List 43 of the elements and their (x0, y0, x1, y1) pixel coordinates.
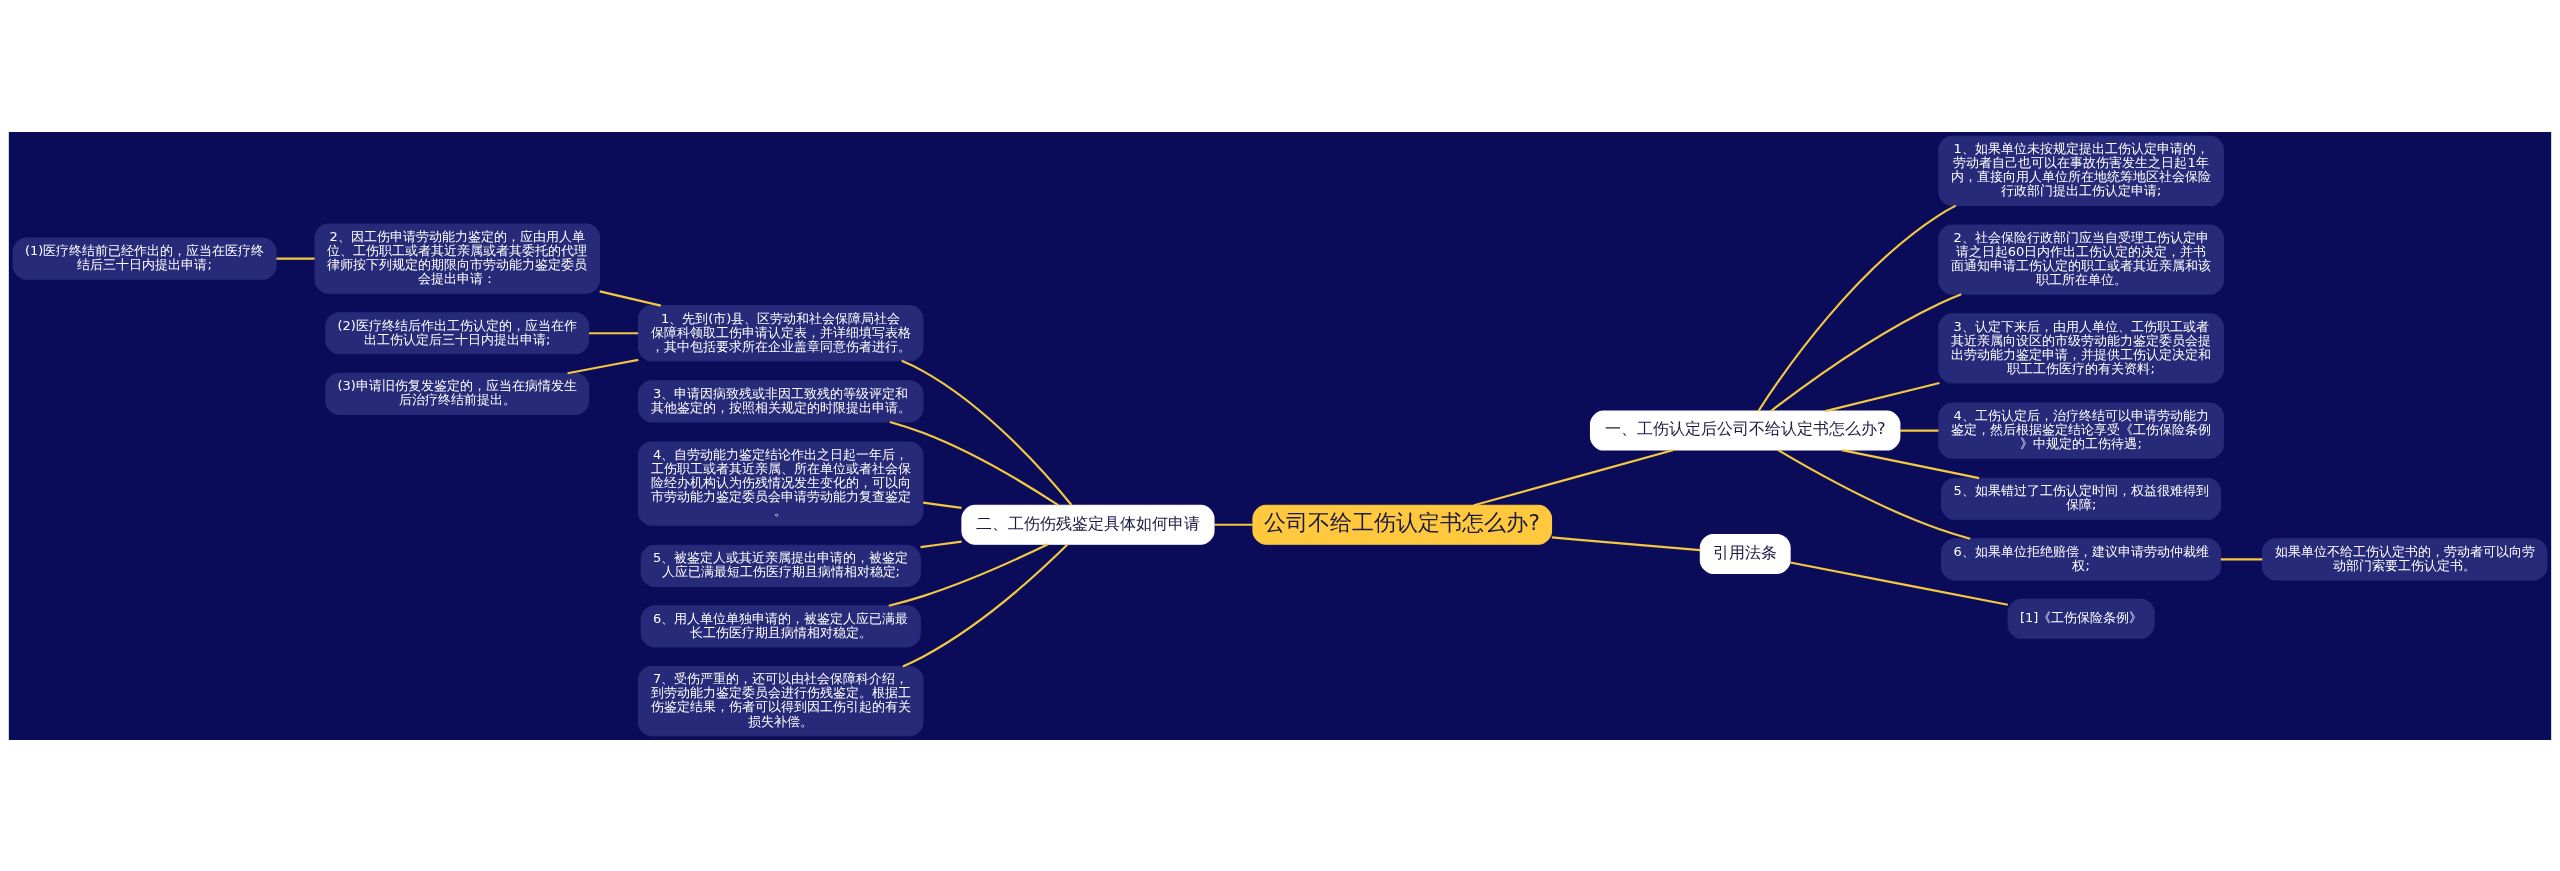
node-box: 4、自劳动能力鉴定结论作出之日起一年后，工伤职工或者其近亲属、所在单位或者社会保险经办机构认为伤残情况发生变化的，可以向市劳动能力鉴定委员会申请劳动能力复查鉴定。 (637, 440, 924, 526)
node-box: 5、如果错过了工伤认定时间，权益很难得到保障; (1941, 477, 2222, 520)
node-box: 2、社会保险行政部门应当自受理工伤认定申请之日起60日内作出工伤认定的决定，并书面通知申请工伤认定的职工或者其近亲属和该职工所在单位。 (1938, 224, 2224, 295)
node-box: (1)医疗终结前已经作出的，应当在医疗终结后三十日内提出申请; (12, 237, 277, 280)
node-box: 7、受伤严重的，还可以由社会保障科介绍，到劳动能力鉴定委员会进行伤残鉴定。根据工伤鉴定结果，伤者可以得到因工伤引起的有关损失补偿。 (637, 665, 924, 736)
node-box: 6、如果单位拒绝赔偿，建议申请劳动仲裁维权; (1941, 537, 2222, 580)
connector (589, 331, 639, 334)
connector (1214, 523, 1253, 526)
connector (599, 289, 661, 307)
connector (1790, 560, 2009, 606)
connector (2220, 557, 2263, 560)
node-box: 如果单位不给工伤认定书的，劳动者可以向劳动部门索要工伤认定书。 (2261, 537, 2548, 580)
node-box: 公司不给工伤认定书怎么办? (1252, 504, 1553, 545)
connector (276, 257, 315, 260)
connector (1473, 448, 1674, 506)
node-box: 2、因工伤申请劳动能力鉴定的，应由用人单位、工伤职工或者其近亲属或者其委托的代理律师按下列规定的期限向市劳动能力鉴定委员会提出申请： (314, 222, 601, 294)
connector (902, 543, 1069, 667)
connector (1551, 535, 1701, 551)
connector (901, 359, 1073, 506)
node-box: (3)申请旧伤复发鉴定的，应当在病情发生后治疗终结前提出。 (325, 372, 590, 415)
node-box: 3、认定下来后，由用人单位、工伤职工或者其近亲属向设区的市级劳动能力鉴定委员会提出劳动能力鉴定申请，并提供工伤认定决定和职工工伤医疗的有关资料; (1938, 312, 2224, 384)
connector (1899, 429, 1939, 432)
node-box: 一、工伤认定后公司不给认定书怎么办? (1589, 410, 1901, 451)
connector (1841, 448, 1980, 479)
connector (889, 420, 1059, 506)
node-box: 6、用人单位单独申请的，被鉴定人应已满最长工伤医疗期且病情相对稳定。 (640, 604, 921, 647)
connector (1757, 204, 1957, 412)
node-box: 4、工伤认定后，治疗终结可以申请劳动能力鉴定，然后根据鉴定结论享受《工伤保险条例》中规定的工伤待遇; (1938, 401, 2224, 459)
node-box: [1]《工伤保险条例》 (2007, 598, 2155, 639)
node-box: 3、申请因病致残或非因工致残的等级评定和其他鉴定的，按照相关规定的时限提出申请。 (637, 379, 924, 422)
node-box: 二、工伤伤残鉴定具体如何申请 (961, 504, 1215, 545)
node-box: 5、被鉴定人或其近亲属提出申请的，被鉴定人应已满最短工伤医疗期且病情相对稳定; (640, 544, 921, 587)
connector (1825, 381, 1940, 412)
node-box: (2)医疗终结后作出工伤认定的，应当在作出工伤认定后三十日内提出申请; (325, 311, 590, 354)
connector (920, 540, 962, 548)
connector (1770, 292, 1962, 412)
node-box: 1、先到(市)县、区劳动和社会保障局社会保障科领取工伤申请认定表，并详细填写表格，其中包括要求所在企业盖章同意伤者进行。 (637, 304, 924, 361)
connector (923, 501, 962, 509)
connector (567, 358, 639, 374)
node-box: 1、如果单位未按规定提出工伤认定申请的，劳动者自己也可以在事故伤害发生之日起1年内，直接向用人单位所在地统筹地区社会保险行政部门提出工伤认定申请; (1938, 135, 2224, 206)
connector (888, 542, 1049, 607)
node-box: 引用法条 (1699, 533, 1791, 574)
connector (1777, 448, 1971, 540)
